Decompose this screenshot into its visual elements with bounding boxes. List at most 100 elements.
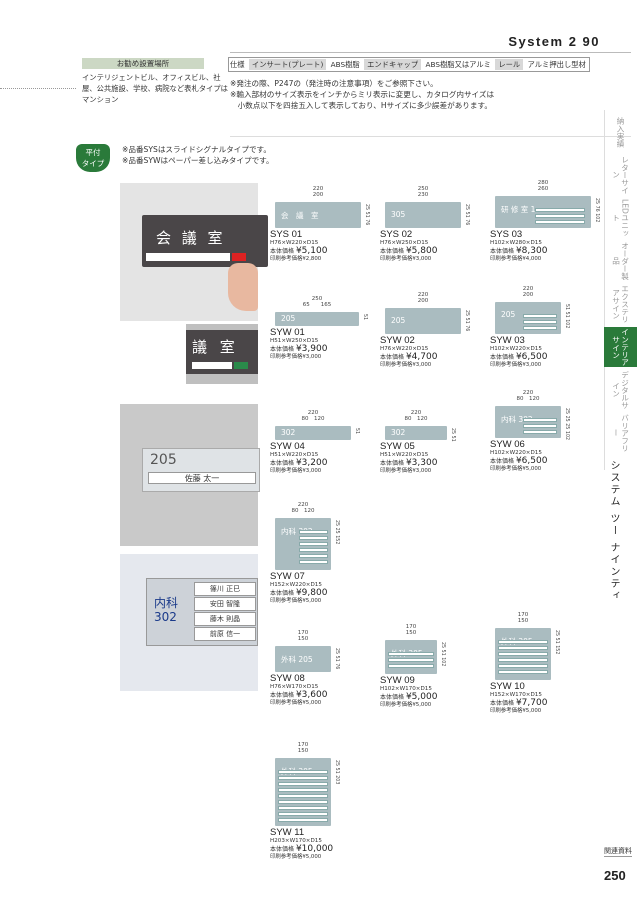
name-slot — [522, 424, 558, 428]
price-label: 本体価格 — [490, 354, 515, 361]
ref-label: 印刷参考価格 — [490, 708, 523, 714]
vertical-dims: 51 51 102 — [564, 304, 569, 329]
sidebar-tab[interactable]: インテリアサイン — [604, 327, 637, 367]
price-label: 本体価格 — [380, 248, 405, 255]
vertical-dims: 51 — [362, 314, 367, 321]
spec-insert-mat: ABS樹脂 — [330, 60, 360, 69]
sign-plate-diagram: 205 — [275, 312, 359, 326]
name-slot — [278, 800, 328, 804]
name-slot — [522, 418, 558, 422]
page-number: 250 — [604, 868, 626, 883]
vertical-dims: 25 51 76 — [464, 204, 469, 226]
ref-label: 印刷参考価格 — [380, 256, 413, 262]
product-code: SYW 09 — [380, 675, 415, 686]
ref-price: 印刷参考価格¥3,000 — [380, 362, 484, 369]
sidebar-tab[interactable]: デジタルサイン — [611, 371, 630, 409]
price-value: ¥5,000 — [405, 692, 438, 702]
series-title: システム ツー ナインティ — [608, 460, 619, 603]
plate-text: 研 修 室 1 — [501, 205, 536, 214]
ref-label: 印刷参考価格 — [490, 466, 523, 472]
dim-inner: 150 — [297, 748, 309, 754]
ref-label: 印刷参考価格 — [270, 700, 303, 706]
plate-text: 内科 302 — [281, 527, 313, 536]
name-slot — [278, 788, 328, 792]
sign-plate-diagram: 205 — [385, 308, 461, 334]
ref-price: 印刷参考価格¥5,000 — [270, 598, 374, 605]
dim-total: 250 — [311, 296, 323, 302]
spec-endcap-mat: ABS樹脂又はアルミ — [425, 60, 491, 69]
sidebar-tab[interactable]: エクステリアサイン — [611, 285, 630, 323]
product-size: H76×W170×D15 — [270, 684, 319, 690]
sidebar-tab[interactable]: オーダー製品 — [611, 242, 630, 280]
price-label: 本体価格 — [270, 248, 295, 255]
name-row: 藤木 則晶 — [194, 612, 256, 626]
product-code: SYS 02 — [380, 229, 413, 240]
sign-plate-diagram: 外科 205 — [275, 646, 331, 672]
spec-rail-mat: アルミ押出し型材 — [527, 60, 586, 69]
plate-text: 302 — [281, 428, 296, 437]
ref-price: 印刷参考価格¥5,000 — [380, 702, 484, 709]
sidebar-tab[interactable]: バリアフリー — [611, 414, 630, 452]
dim-total: 220 — [522, 390, 534, 396]
name-slot — [278, 794, 328, 798]
dim-total: 220 — [417, 292, 429, 298]
product-price: 本体価格 ¥9,800 — [270, 589, 374, 598]
ref-label: 印刷参考価格 — [270, 256, 303, 262]
dim-inner: 150 — [517, 618, 529, 624]
product-size: H102×W220×D15 — [490, 346, 542, 352]
price-value: ¥6,500 — [515, 352, 548, 362]
dim-total: 220 — [522, 286, 534, 292]
product-size: H51×W220×D15 — [380, 452, 429, 458]
recommend-label: お勧め設置場所 — [82, 58, 204, 69]
sign-text: 会 議 室 — [156, 229, 226, 247]
plate-text: 内科 302 — [501, 415, 533, 424]
product-code: SYW 10 — [490, 681, 525, 692]
price-label: 本体価格 — [490, 458, 515, 465]
product-price: 本体価格 ¥8,300 — [490, 247, 594, 256]
plate-text: 205 — [501, 310, 516, 319]
product-size: H102×W280×D15 — [490, 240, 542, 246]
type-notes: ※品番SYSはスライドシグナルタイプです。 ※品番SYWはペーパー差し込みタイプ… — [122, 144, 274, 166]
vertical-dims: 25 51 152 — [554, 630, 559, 655]
note-line: 小数点以下を四捨五入して表示しており、Hサイズに多少誤差があります。 — [230, 101, 492, 110]
price-value: ¥6,500 — [515, 456, 548, 466]
product-code: SYS 03 — [490, 229, 523, 240]
note-line: ※輸入部材のサイズ表示をインチからミリ表示に変更し、カタログ内サイズは — [230, 90, 495, 99]
product-price: 本体価格 ¥4,700 — [380, 353, 484, 362]
ref-price: 印刷参考価格¥5,000 — [270, 700, 374, 707]
dim-total: 170 — [297, 630, 309, 636]
name-slot — [522, 430, 558, 434]
ref-value: ¥5,000 — [302, 854, 322, 860]
product-code: SYW 01 — [270, 327, 305, 338]
ref-price: 印刷参考価格¥2,800 — [270, 256, 374, 263]
dotted-rule — [0, 88, 76, 89]
spec-endcap: エンドキャップ — [364, 59, 422, 70]
price-label: 本体価格 — [490, 700, 515, 707]
dim-total: 220 — [307, 410, 319, 416]
sidebar-tab[interactable]: LEDユニット — [611, 199, 630, 237]
name-slot — [498, 646, 548, 650]
plate-text: 302 — [391, 428, 406, 437]
related-docs-link[interactable]: 関連資料 — [604, 847, 632, 857]
ref-price: 印刷参考価格¥3,000 — [380, 468, 484, 475]
sign-plate-diagram: 研 修 室 1 — [495, 196, 591, 228]
type-note: ※品番SYWはペーパー差し込みタイプです。 — [122, 156, 274, 165]
product-price: 本体価格 ¥6,500 — [490, 457, 594, 466]
ref-value: ¥3,000 — [412, 362, 432, 368]
page-title: System 2 90 — [508, 34, 600, 49]
price-label: 本体価格 — [380, 694, 405, 701]
sidebar-tab[interactable]: レターサイン — [611, 156, 630, 194]
plate-text: 205 — [281, 314, 296, 323]
sidebar-tab[interactable]: 納入実績 — [616, 116, 625, 148]
recommend-text: インテリジェントビル、オフィスビル、社屋、公共施設、学校、病院など表札タイプはマ… — [82, 73, 228, 104]
ref-price: 印刷参考価格¥5,000 — [490, 466, 594, 473]
name-slot — [535, 220, 586, 224]
